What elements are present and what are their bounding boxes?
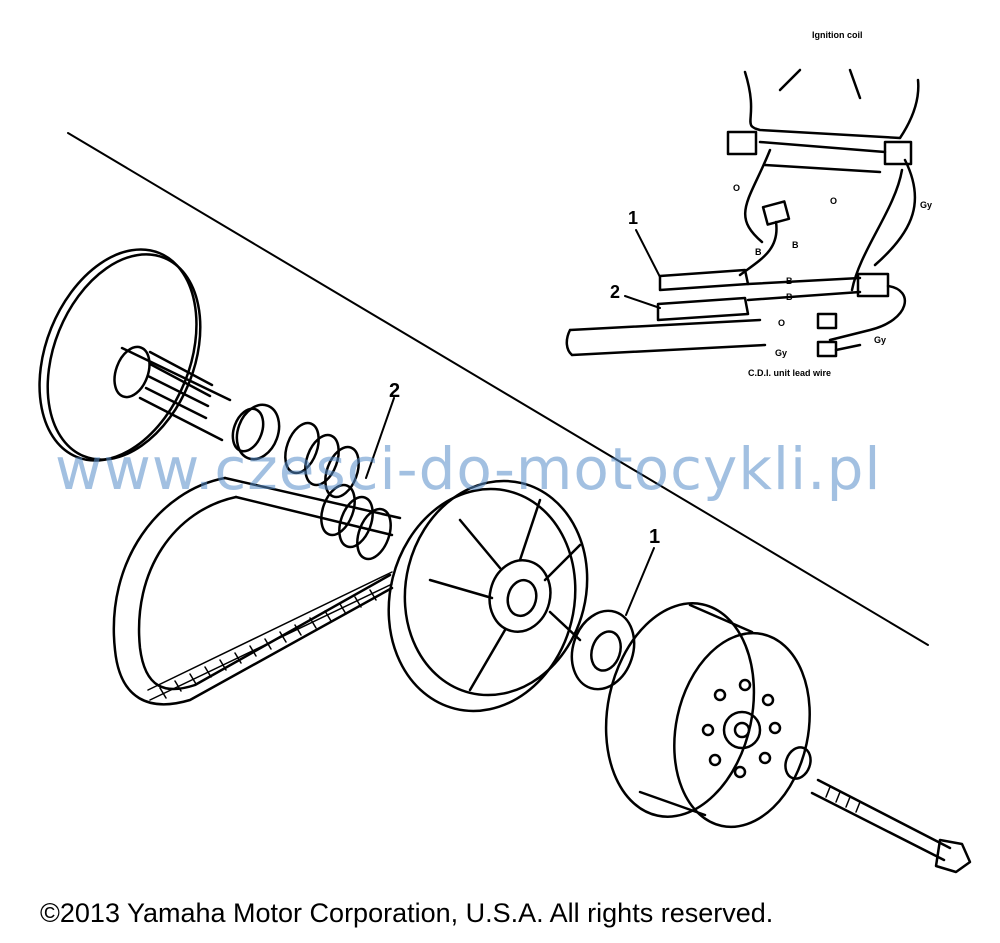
wire-label: O bbox=[733, 183, 741, 193]
washer bbox=[570, 547, 655, 691]
bolt bbox=[784, 746, 972, 874]
callout-2-inset: 2 bbox=[610, 282, 621, 302]
cdi-lead-label: C.D.I. unit lead wire bbox=[748, 368, 832, 378]
ignition-inset bbox=[565, 68, 920, 358]
wire-label: B bbox=[786, 292, 793, 302]
wire-label: B bbox=[792, 240, 799, 250]
clutch-assembly bbox=[604, 602, 811, 829]
spring bbox=[284, 397, 395, 561]
callout-1-main: 1 bbox=[649, 526, 661, 548]
v-belt bbox=[112, 476, 402, 706]
drive-shaft bbox=[113, 345, 281, 461]
wire-label: O bbox=[830, 196, 838, 206]
wire-label: B bbox=[786, 276, 793, 286]
movable-sheave bbox=[387, 479, 589, 713]
wire-label: Gy bbox=[920, 200, 933, 210]
separator-line bbox=[67, 132, 929, 646]
wire-label: B bbox=[755, 247, 762, 257]
copyright-text: ©2013 Yamaha Motor Corporation, U.S.A. A… bbox=[40, 898, 774, 928]
watermark: www.czesci-do-motocykli.pl bbox=[55, 435, 882, 503]
wire-label: Gy bbox=[874, 335, 887, 345]
wire-label: Gy bbox=[775, 348, 788, 358]
callout-1-inset: 1 bbox=[628, 208, 639, 228]
callout-2-main: 2 bbox=[389, 380, 401, 402]
wire-label: O bbox=[778, 318, 786, 328]
ignition-coil-label: Ignition coil bbox=[812, 30, 863, 40]
